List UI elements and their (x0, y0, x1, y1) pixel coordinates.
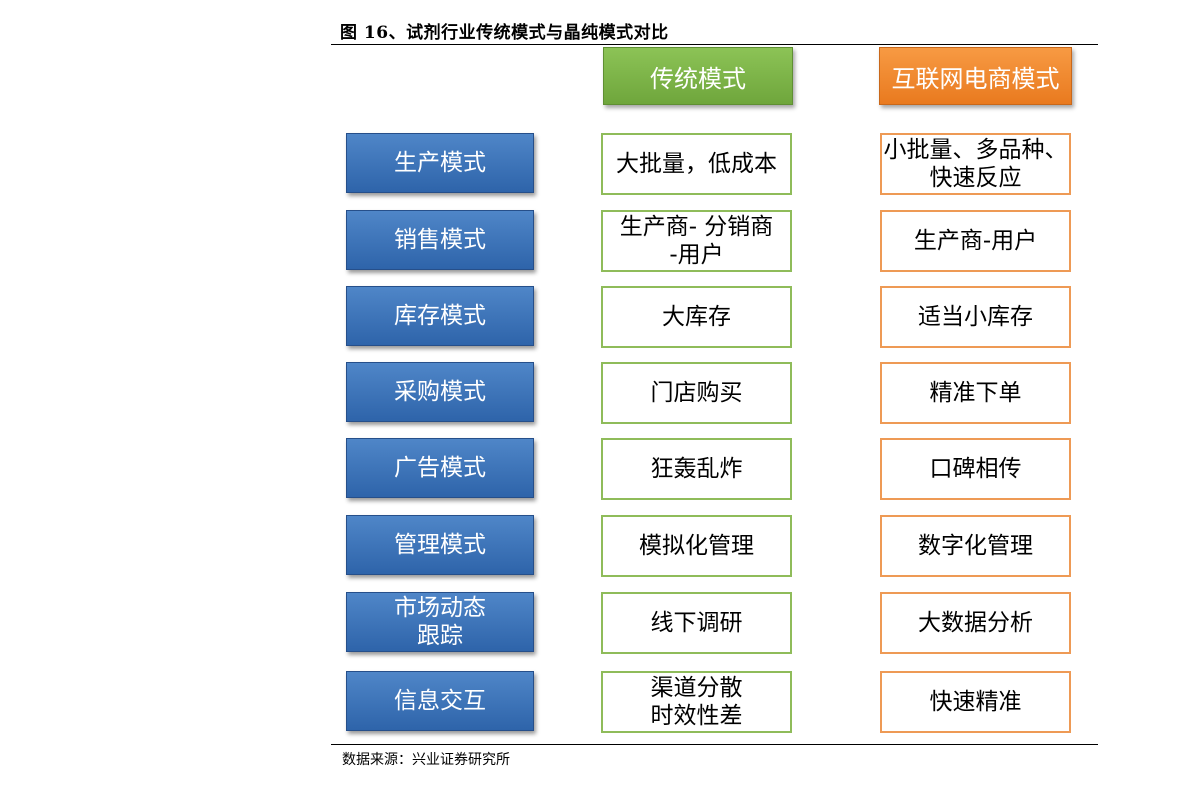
category-label: 销售模式 (394, 227, 486, 253)
traditional-box: 线下调研 (601, 592, 792, 654)
header-traditional-label: 传统模式 (650, 64, 746, 93)
traditional-label: 大批量，低成本 (616, 151, 777, 177)
traditional-box: 大批量，低成本 (601, 133, 792, 195)
internet-label: 小批量、多品种、 快速反应 (883, 137, 1068, 191)
traditional-box: 模拟化管理 (601, 515, 792, 577)
comparison-row: 库存模式 大库存 适当小库存 (0, 286, 1191, 348)
comparison-row: 采购模式 门店购买 精准下单 (0, 362, 1191, 424)
bottom-rule (331, 744, 1098, 745)
traditional-label: 渠道分散 时效性差 (650, 675, 743, 729)
traditional-box: 门店购买 (601, 362, 792, 424)
internet-box: 快速精准 (880, 671, 1071, 733)
internet-label: 生产商-用户 (913, 228, 1038, 254)
category-box: 信息交互 (346, 671, 534, 731)
internet-box: 数字化管理 (880, 515, 1071, 577)
category-label: 市场动态 跟踪 (394, 595, 486, 649)
header-internet-label: 互联网电商模式 (891, 64, 1060, 93)
internet-box: 适当小库存 (880, 286, 1071, 348)
internet-label: 口碑相传 (929, 456, 1022, 482)
figure-title: 图 16、试剂行业传统模式与晶纯模式对比 (340, 23, 669, 43)
category-box: 销售模式 (346, 210, 534, 270)
category-box: 库存模式 (346, 286, 534, 346)
comparison-row: 销售模式 生产商- 分销商 -用户 生产商-用户 (0, 210, 1191, 272)
category-label: 采购模式 (394, 379, 486, 405)
category-label: 管理模式 (394, 532, 486, 558)
internet-label: 快速精准 (929, 689, 1022, 715)
category-label: 广告模式 (394, 455, 486, 481)
traditional-label: 线下调研 (650, 610, 743, 636)
category-label: 库存模式 (394, 303, 486, 329)
internet-box: 生产商-用户 (880, 210, 1071, 272)
category-label: 信息交互 (394, 688, 486, 714)
comparison-row: 广告模式 狂轰乱炸 口碑相传 (0, 438, 1191, 500)
category-box: 生产模式 (346, 133, 534, 193)
traditional-box: 狂轰乱炸 (601, 438, 792, 500)
category-box: 管理模式 (346, 515, 534, 575)
internet-box: 大数据分析 (880, 592, 1071, 654)
source-note: 数据来源：兴业证券研究所 (342, 752, 510, 768)
header-traditional: 传统模式 (603, 47, 793, 105)
traditional-label: 门店购买 (650, 380, 743, 406)
traditional-label: 模拟化管理 (639, 533, 754, 559)
category-box: 市场动态 跟踪 (346, 592, 534, 652)
comparison-row: 市场动态 跟踪 线下调研 大数据分析 (0, 592, 1191, 654)
comparison-row: 生产模式 大批量，低成本 小批量、多品种、 快速反应 (0, 133, 1191, 195)
traditional-box: 生产商- 分销商 -用户 (601, 210, 792, 272)
internet-box: 小批量、多品种、 快速反应 (880, 133, 1071, 195)
header-internet: 互联网电商模式 (879, 47, 1072, 105)
category-box: 广告模式 (346, 438, 534, 498)
category-label: 生产模式 (394, 150, 486, 176)
internet-box: 口碑相传 (880, 438, 1071, 500)
traditional-label: 生产商- 分销商 -用户 (619, 214, 774, 268)
internet-box: 精准下单 (880, 362, 1071, 424)
comparison-row: 信息交互 渠道分散 时效性差 快速精准 (0, 671, 1191, 733)
internet-label: 适当小库存 (918, 304, 1033, 330)
traditional-label: 大库存 (662, 304, 731, 330)
comparison-row: 管理模式 模拟化管理 数字化管理 (0, 515, 1191, 577)
traditional-label: 狂轰乱炸 (650, 456, 743, 482)
top-rule (331, 44, 1098, 45)
traditional-box: 大库存 (601, 286, 792, 348)
traditional-box: 渠道分散 时效性差 (601, 671, 792, 733)
internet-label: 精准下单 (929, 380, 1022, 406)
internet-label: 数字化管理 (918, 533, 1033, 559)
internet-label: 大数据分析 (918, 610, 1033, 636)
category-box: 采购模式 (346, 362, 534, 422)
